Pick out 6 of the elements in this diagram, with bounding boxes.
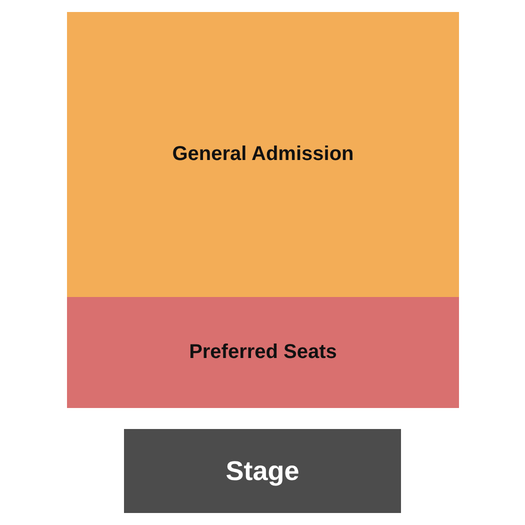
seating-section xyxy=(67,297,459,408)
section-label: General Admission xyxy=(172,143,354,166)
seating-section xyxy=(67,12,459,297)
stage-label: Stage xyxy=(226,456,300,486)
section-label: Preferred Seats xyxy=(189,341,337,364)
stage-block xyxy=(124,429,401,513)
